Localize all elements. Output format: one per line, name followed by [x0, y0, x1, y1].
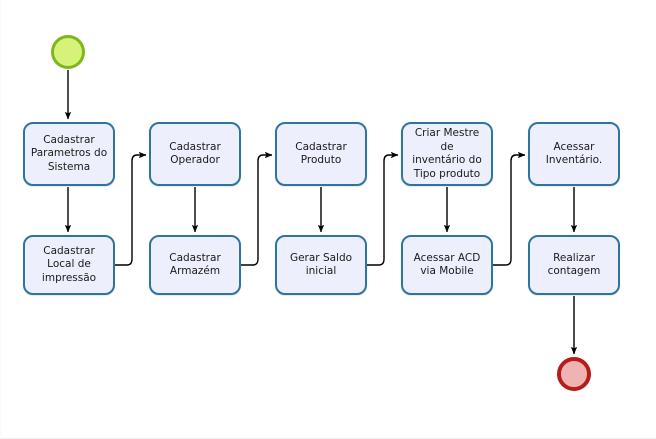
node-label: Gerar Saldo inicial — [289, 251, 353, 278]
task-gerar-saldo-inicial[interactable]: Gerar Saldo inicial — [275, 235, 367, 295]
node-label: Acessar Inventário. — [545, 140, 603, 167]
node-label: Cadastrar Operador — [169, 140, 221, 167]
task-realizar-contagem[interactable]: Realizar contagem — [528, 235, 620, 295]
node-label: Realizar contagem — [547, 251, 601, 278]
task-cadastrar-armazem[interactable]: Cadastrar Armazém — [149, 235, 241, 295]
task-acessar-inventario[interactable]: Acessar Inventário. — [528, 122, 620, 186]
task-cadastrar-parametros-do-sistema[interactable]: Cadastrar Parametros do Sistema — [23, 122, 115, 186]
task-criar-mestre-de-inventario[interactable]: Criar Mestre de inventário do Tipo produ… — [401, 122, 493, 186]
node-label: Cadastrar Produto — [295, 140, 347, 167]
node-label: Criar Mestre de inventário do Tipo produ… — [412, 127, 482, 180]
task-cadastrar-produto[interactable]: Cadastrar Produto — [275, 122, 367, 186]
node-label: Cadastrar Armazém — [169, 251, 221, 278]
node-label: Cadastrar Local de impressão — [41, 244, 97, 284]
start-event-node[interactable] — [51, 35, 85, 69]
node-label: Cadastrar Parametros do Sistema — [30, 133, 108, 173]
connector-n6-to-n7 — [367, 151, 399, 266]
connector-n2-to-n3 — [115, 151, 147, 266]
task-cadastrar-local-de-impressao[interactable]: Cadastrar Local de impressão — [23, 235, 115, 295]
node-label: Acessar ACD via Mobile — [413, 251, 481, 278]
end-event-node[interactable] — [557, 357, 591, 391]
connector-n8-to-n9 — [493, 151, 526, 266]
task-cadastrar-operador[interactable]: Cadastrar Operador — [149, 122, 241, 186]
task-acessar-acd-via-mobile[interactable]: Acessar ACD via Mobile — [401, 235, 493, 295]
connector-n4-to-n5 — [241, 151, 273, 266]
